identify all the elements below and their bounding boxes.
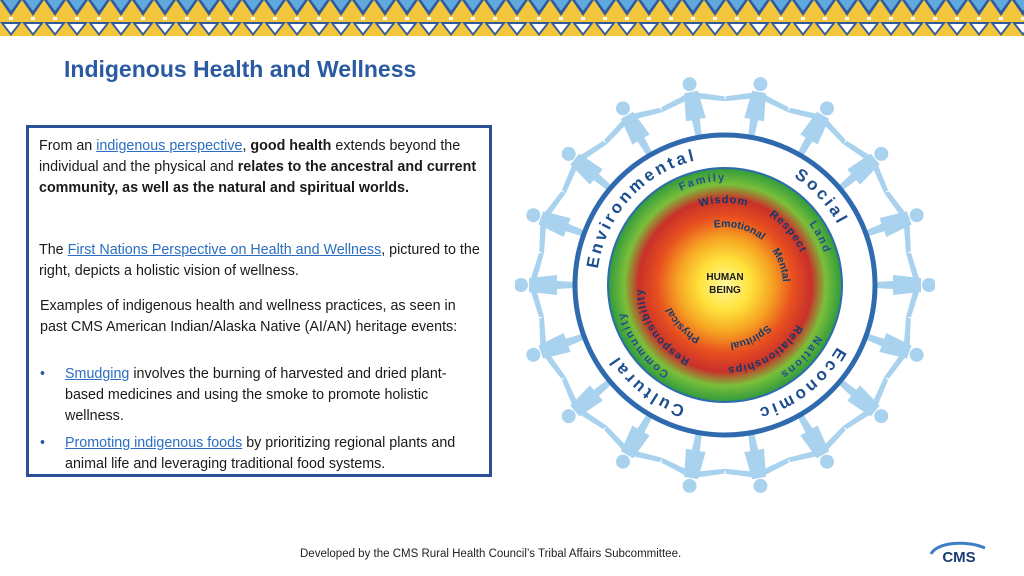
page-title: Indigenous Health and Wellness — [64, 56, 417, 82]
bullet-icon: • — [40, 366, 46, 382]
person-figure-icon — [661, 77, 726, 138]
content-box: From an indigenous perspective, good hea… — [26, 125, 492, 477]
decorative-border — [0, 0, 1024, 36]
person-figure-icon — [604, 413, 663, 469]
perspective-paragraph: The First Nations Perspective on Health … — [39, 242, 480, 279]
person-figure-icon — [787, 101, 846, 157]
first-nations-perspective-link[interactable]: First Nations Perspective on Health and … — [67, 242, 382, 258]
person-figure-icon — [864, 191, 924, 254]
person-figure-icon — [724, 432, 789, 493]
inner-divider — [607, 167, 843, 403]
people-figures-icon — [515, 77, 935, 493]
svg-text:CMS: CMS — [942, 549, 975, 566]
person-figure-icon — [787, 413, 846, 469]
practices-list: •Smudging involves the burning of harves… — [40, 364, 480, 481]
smudging-link[interactable]: Smudging — [65, 366, 130, 382]
person-figure-icon — [604, 101, 663, 157]
center-label-line2: BEING — [709, 285, 741, 296]
examples-paragraph: Examples of indigenous health and wellne… — [40, 298, 458, 335]
cms-logo-icon: CMS — [929, 541, 986, 566]
person-figure-icon — [837, 376, 889, 430]
list-item: •Promoting indigenous foods by prioritiz… — [40, 435, 456, 472]
footer-text: Developed by the CMS Rural Health Counci… — [300, 548, 682, 560]
center-label-line1: HUMAN — [706, 272, 743, 283]
figures-ring — [515, 77, 935, 493]
person-figure-icon — [864, 316, 924, 379]
person-figure-icon — [875, 253, 935, 317]
indigenous-foods-link[interactable]: Promoting indigenous foods — [65, 435, 243, 451]
person-figure-icon — [561, 376, 613, 430]
indigenous-perspective-link[interactable]: indigenous perspective — [96, 138, 243, 154]
wellness-core — [608, 168, 842, 402]
person-figure-icon — [526, 316, 586, 379]
inner-ring-labels: Wisdom — [698, 194, 750, 210]
person-figure-icon — [724, 77, 789, 138]
person-figure-icon — [526, 191, 586, 254]
person-figure-icon — [515, 253, 575, 317]
person-figure-icon — [561, 140, 613, 194]
person-figure-icon — [661, 432, 726, 493]
person-figure-icon — [837, 140, 889, 194]
list-item: •Smudging involves the burning of harves… — [40, 366, 447, 424]
bullet-icon: • — [40, 435, 46, 451]
intro-paragraph: From an indigenous perspective, good hea… — [39, 138, 477, 196]
wellness-wheel-diagram: Environmental Social Economic Cultural F… — [515, 77, 935, 493]
